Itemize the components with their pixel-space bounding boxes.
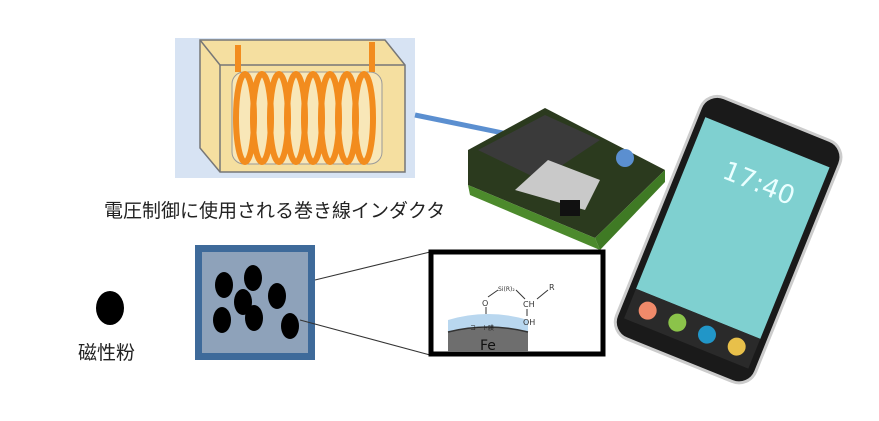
coat-film-label: コート膜 bbox=[470, 324, 494, 332]
power-module bbox=[468, 108, 665, 250]
surface-chemistry-inset: コート膜 Fe O Si(R)₂ CH R OH bbox=[428, 249, 606, 357]
magnetic-powder-label: 磁性粉 bbox=[78, 342, 136, 364]
composite-micrograph bbox=[195, 245, 315, 360]
inductor-illustration bbox=[175, 38, 415, 178]
app-icon bbox=[697, 325, 716, 344]
fe-label: Fe bbox=[480, 338, 496, 354]
r-label: R bbox=[549, 283, 555, 292]
app-icon bbox=[668, 313, 687, 332]
zoom-line bbox=[299, 319, 431, 356]
smartphone: 17:40 bbox=[613, 94, 843, 385]
magnetic-powder-dot bbox=[96, 291, 124, 325]
app-icon bbox=[638, 301, 657, 320]
inductor-caption: 電圧制御に使用される巻き線インダクタ bbox=[104, 200, 446, 222]
zoom-line bbox=[314, 251, 431, 281]
app-icon bbox=[727, 337, 746, 356]
si-label: Si(R)₂ bbox=[498, 286, 515, 293]
ch-label: CH bbox=[523, 300, 535, 309]
coil-windings bbox=[233, 42, 376, 165]
oxygen-label: O bbox=[482, 299, 488, 308]
oh-label: OH bbox=[523, 318, 535, 327]
